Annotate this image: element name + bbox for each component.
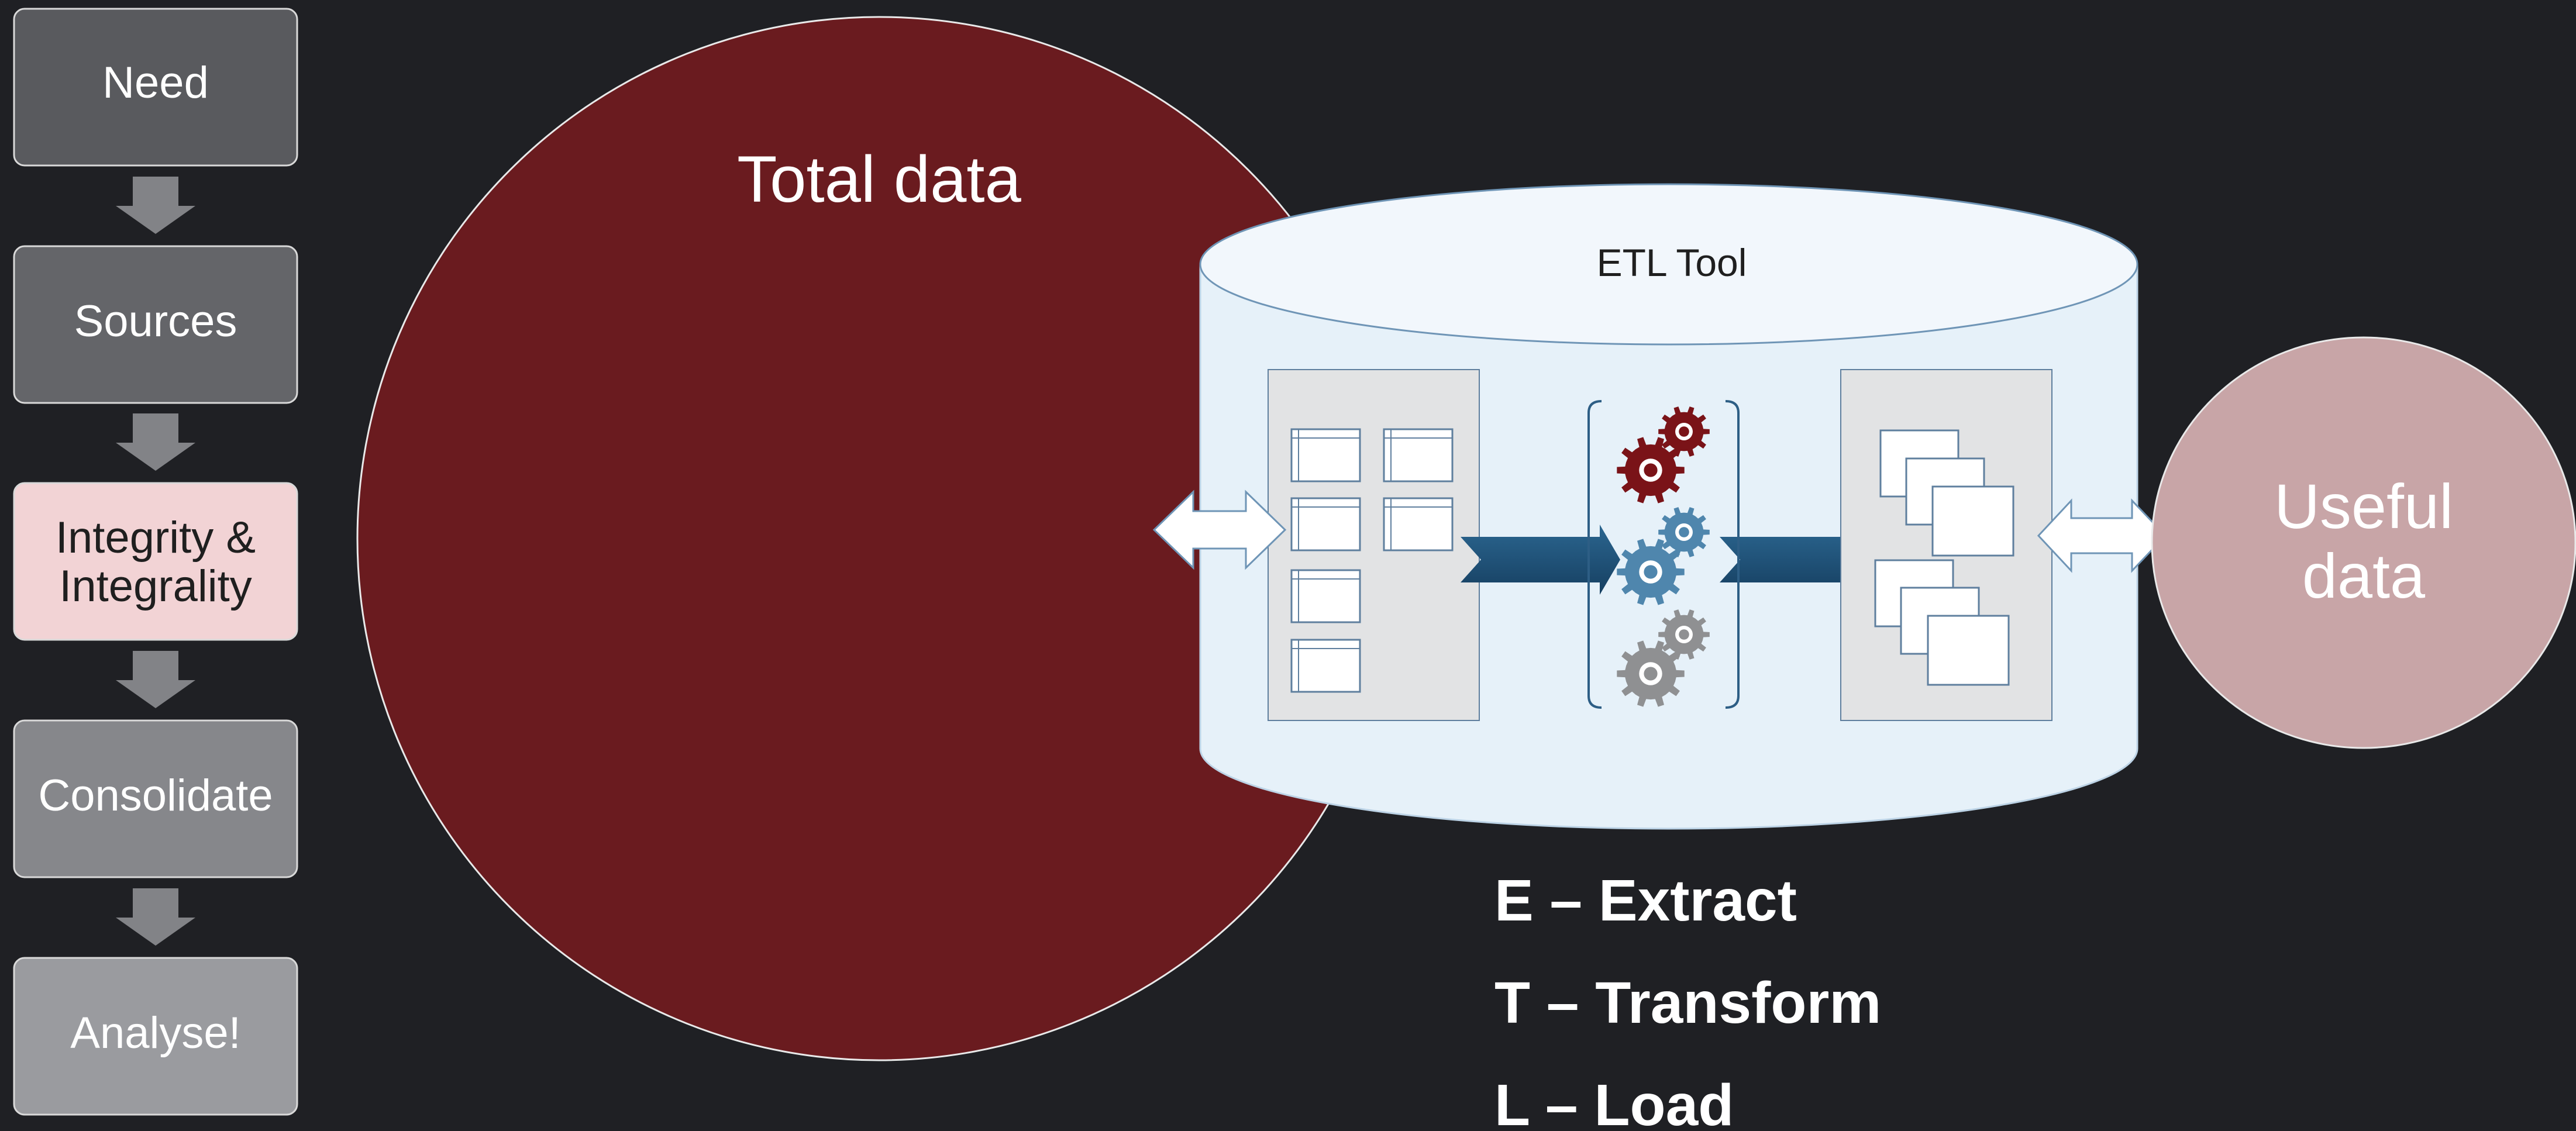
table-icon (1290, 569, 1361, 623)
table-icon (1290, 428, 1361, 482)
left-bracket-icon (1587, 400, 1602, 709)
down-arrow-icon (116, 177, 195, 234)
down-arrow-icon (116, 413, 195, 471)
etl-legend: E – Extract T – Transform L – Load (1494, 868, 1881, 1131)
down-arrow-icon (116, 888, 195, 946)
table-icon (1383, 428, 1454, 482)
extract-arrow-icon (1461, 525, 1620, 595)
step-sources: Sources (13, 245, 298, 404)
step-integrity-label-line2: Integrality (59, 561, 252, 611)
step-need-label: Need (102, 58, 209, 108)
gear-icon (1658, 406, 1710, 457)
step-integrity: Integrity & Integrality (13, 482, 298, 641)
gear-icon (1617, 640, 1685, 707)
step-analyse: Analyse! (13, 957, 298, 1116)
useful-data-label-line1: Useful (2274, 471, 2453, 542)
source-tables-panel (1268, 369, 1480, 721)
etl-legend-transform: T – Transform (1494, 970, 1881, 1036)
etl-legend-extract: E – Extract (1494, 868, 1797, 933)
table-icon (1383, 497, 1454, 551)
total-data-circle: Total data (356, 16, 1402, 1061)
left-double-arrow-icon (1152, 489, 1287, 570)
table-icon (1290, 497, 1361, 551)
target-documents-panel (1840, 369, 2052, 721)
process-flow: Need Sources Integrity & Integrality Con… (13, 8, 298, 1116)
step-analyse-label: Analyse! (70, 1008, 241, 1058)
gear-icon (1658, 609, 1710, 660)
table-icon (1290, 639, 1361, 693)
etl-legend-load: L – Load (1494, 1073, 1734, 1131)
useful-data-label-line2: data (2302, 540, 2426, 611)
step-sources-label: Sources (74, 296, 237, 346)
document-icon (1927, 615, 2010, 686)
transform-gears (1587, 400, 1740, 709)
down-arrow-icon (116, 651, 195, 708)
document-icon (1931, 485, 2014, 557)
etl-tool-cylinder: ETL Tool (1199, 183, 2138, 830)
step-integrity-label-line1: Integrity & (56, 513, 256, 563)
gear-icon (1658, 507, 1710, 557)
total-data-label: Total data (737, 143, 1021, 216)
load-arrow-icon (1720, 525, 1875, 595)
useful-data-circle: Useful data (2151, 336, 2576, 749)
gear-icon (1617, 539, 1685, 605)
step-need: Need (13, 8, 298, 167)
etl-tool-label: ETL Tool (1597, 241, 1747, 284)
step-consolidate: Consolidate (13, 719, 298, 878)
right-bracket-icon (1725, 400, 1740, 709)
step-consolidate-label: Consolidate (38, 771, 273, 820)
gear-icon (1617, 437, 1685, 504)
